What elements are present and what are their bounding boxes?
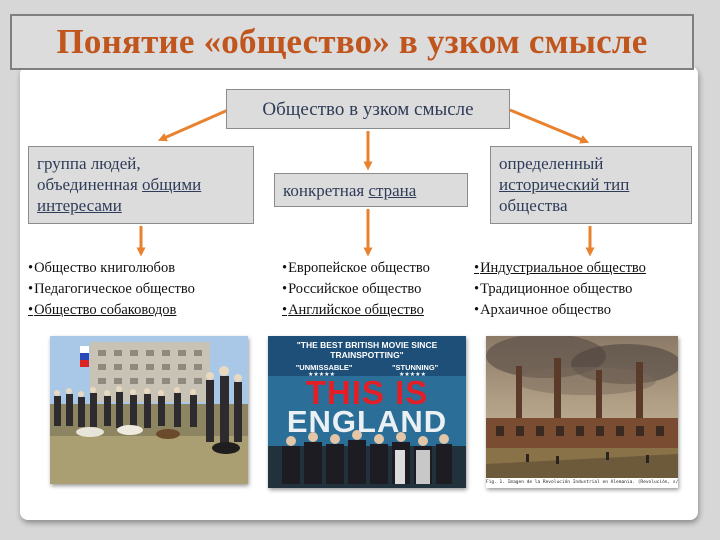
film-poster: "THE BEST BRITISH MOVIE SINCE TRAINSPOTT… xyxy=(268,336,466,488)
list-item: Традиционное общество xyxy=(474,279,646,300)
poster-review-2: "STUNNING" xyxy=(391,363,439,372)
poster-quote: "THE BEST BRITISH MOVIE SINCE TRAINSPOTT… xyxy=(296,340,438,360)
historical-type-node: определенный исторический тип общества xyxy=(490,146,692,224)
poster-stars-1: ★★★★★ xyxy=(308,372,335,378)
country-node: конкретная страна xyxy=(274,173,468,207)
group-node-line1: группа людей, xyxy=(37,154,141,173)
dog-society-illustration xyxy=(50,336,248,484)
arrow-root-left xyxy=(157,108,229,142)
poster-title-line1: THIS IS xyxy=(305,374,429,411)
list-item-link[interactable]: Индустриальное общество xyxy=(474,258,646,279)
list-item: Российское общество xyxy=(282,279,430,300)
group-node-line2: объединенная xyxy=(37,175,143,194)
industrial-illustration xyxy=(486,336,678,478)
group-node: группа людей, объединенная общими интере… xyxy=(28,146,254,224)
industrial-painting: Fig. 1. Imagen de la Revolución Industri… xyxy=(486,336,678,488)
painting-caption: Fig. 1. Imagen de la Revolución Industri… xyxy=(486,480,678,485)
arrow-root-right xyxy=(509,108,590,144)
list-item-link[interactable]: Общество собаководов xyxy=(28,300,195,321)
root-node: Общество в узком смысле xyxy=(226,89,510,129)
society-type-examples-list: Индустриальное общество Традиционное общ… xyxy=(474,258,646,321)
list-item: Европейское общество xyxy=(282,258,430,279)
root-node-label: Общество в узком смысле xyxy=(262,98,474,120)
page-title: Понятие «общество» в узком смысле xyxy=(56,22,648,61)
historical-type-link[interactable]: исторический тип xyxy=(499,175,630,194)
list-item: Педагогическое общество xyxy=(28,279,195,300)
title-box: Понятие «общество» в узком смысле xyxy=(10,14,694,70)
list-item: Общество книголюбов xyxy=(28,258,195,279)
interests-link[interactable]: интересами xyxy=(37,196,122,215)
historical-type-line1: определенный xyxy=(499,154,604,173)
poster-stars-2: ★★★★★ xyxy=(399,372,426,378)
country-node-label: конкретная xyxy=(283,181,369,200)
list-item-link[interactable]: Английское общество xyxy=(282,300,430,321)
list-item: Архаичное общество xyxy=(474,300,646,321)
dog-society-photo xyxy=(50,336,248,484)
poster-cast xyxy=(282,430,452,484)
country-link[interactable]: страна xyxy=(368,181,417,200)
poster-review-1: "UNMISSABLE" xyxy=(295,363,353,372)
group-examples-list: Общество книголюбов Педагогическое общес… xyxy=(28,258,195,321)
country-examples-list: Европейское общество Российское общество… xyxy=(282,258,430,321)
common-link[interactable]: общими xyxy=(142,175,202,194)
poster-background xyxy=(268,336,466,488)
historical-type-line3: общества xyxy=(499,196,568,215)
